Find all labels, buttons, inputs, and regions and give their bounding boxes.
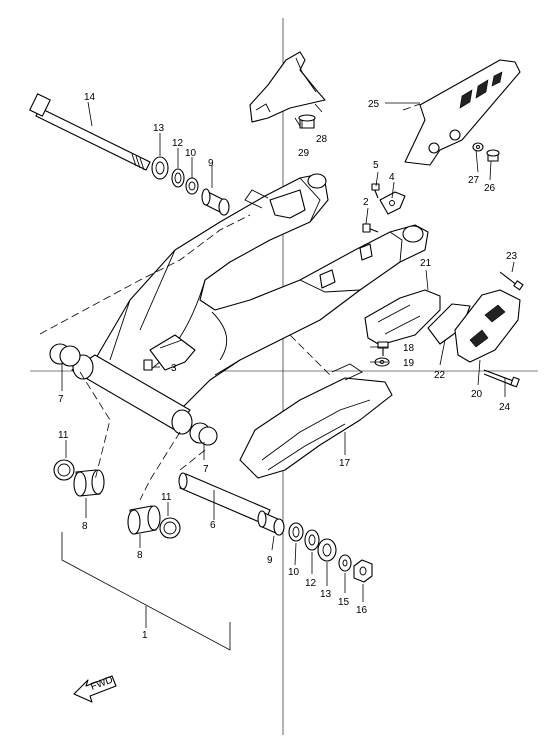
callout-18: 18 <box>403 343 415 354</box>
callout-27: 27 <box>468 175 480 186</box>
callout-11a: 11 <box>58 430 69 441</box>
bearing-8-right <box>127 505 161 535</box>
pivot-axle <box>29 93 151 171</box>
callout-10b: 10 <box>288 567 300 578</box>
alignment-line-upper-chain <box>402 103 421 111</box>
washer-27 <box>472 142 484 152</box>
callout-13b: 13 <box>320 589 332 600</box>
alignment-line-slider <box>289 334 331 376</box>
chain-case-cover <box>249 51 326 123</box>
washer-12-upper <box>171 168 185 188</box>
alignment-line-right <box>139 431 181 501</box>
collar-9-lower <box>257 510 285 536</box>
callout-21: 21 <box>420 258 432 269</box>
swingarm-body <box>95 173 429 416</box>
callout-9b: 9 <box>267 555 273 566</box>
chain-guide-20 <box>454 289 521 363</box>
washer-12-lower <box>304 529 320 551</box>
callout-9a: 9 <box>208 158 214 169</box>
callout-28: 28 <box>316 134 328 145</box>
bolt-29 <box>298 114 316 129</box>
callout-4: 4 <box>389 172 395 183</box>
bearing-8-left <box>73 469 105 497</box>
bolt-24 <box>483 369 520 388</box>
chain-guard-upper <box>404 59 521 166</box>
bolt-5 <box>371 183 380 199</box>
bushing-10-upper <box>185 177 199 195</box>
callout-24: 24 <box>499 402 511 413</box>
forward-arrow-icon: FWD <box>73 675 117 703</box>
callout-8a: 8 <box>82 521 88 532</box>
alignment-line-sleeve <box>179 449 206 471</box>
callout-8b: 8 <box>137 550 143 561</box>
seal-11-left <box>53 459 75 481</box>
seal-13-lower <box>317 538 337 562</box>
callout-14: 14 <box>84 92 96 103</box>
callout-7b: 7 <box>203 464 209 475</box>
bushing-10-lower <box>288 522 304 542</box>
callout-6: 6 <box>210 520 216 531</box>
bolt-2 <box>362 223 379 233</box>
assembly-bracket <box>61 532 231 651</box>
alignment-line-left <box>79 371 111 481</box>
shock-bracket <box>149 334 196 371</box>
seal-13-upper <box>151 156 169 180</box>
bearing-7-left <box>49 343 81 367</box>
callout-11b: 11 <box>161 492 172 503</box>
chain-slider <box>239 363 393 479</box>
callout-26: 26 <box>484 183 496 194</box>
bolt-23 <box>499 271 524 291</box>
bolt-18 <box>377 341 389 356</box>
washer-15 <box>338 554 352 572</box>
callout-17: 17 <box>339 458 351 469</box>
callout-12b: 12 <box>305 578 317 589</box>
callout-3: 3 <box>171 363 177 374</box>
callout-23: 23 <box>506 251 518 262</box>
callout-16: 16 <box>356 605 368 616</box>
alignment-line-axle <box>39 214 251 335</box>
callout-25: 25 <box>368 99 380 110</box>
callout-7a: 7 <box>58 394 64 405</box>
callout-20: 20 <box>471 389 483 400</box>
callout-1: 1 <box>142 630 148 641</box>
bolt-3 <box>143 359 153 371</box>
leader-lines <box>61 101 515 628</box>
callout-22: 22 <box>434 370 446 381</box>
sleeve-6 <box>178 472 271 525</box>
callout-13a: 13 <box>153 123 165 134</box>
collar-9-upper <box>201 188 230 216</box>
callout-29: 29 <box>298 148 310 159</box>
callout-12a: 12 <box>172 138 184 149</box>
seal-11-right <box>159 517 181 539</box>
callout-15: 15 <box>338 597 350 608</box>
bearing-7-right <box>189 422 218 446</box>
chain-tensioner-plate <box>364 289 441 346</box>
bolt-26 <box>486 149 500 162</box>
callout-10a: 10 <box>185 148 197 159</box>
nut-16 <box>353 559 373 583</box>
callout-2: 2 <box>363 197 369 208</box>
callout-5: 5 <box>373 160 379 171</box>
callout-19: 19 <box>403 358 415 369</box>
